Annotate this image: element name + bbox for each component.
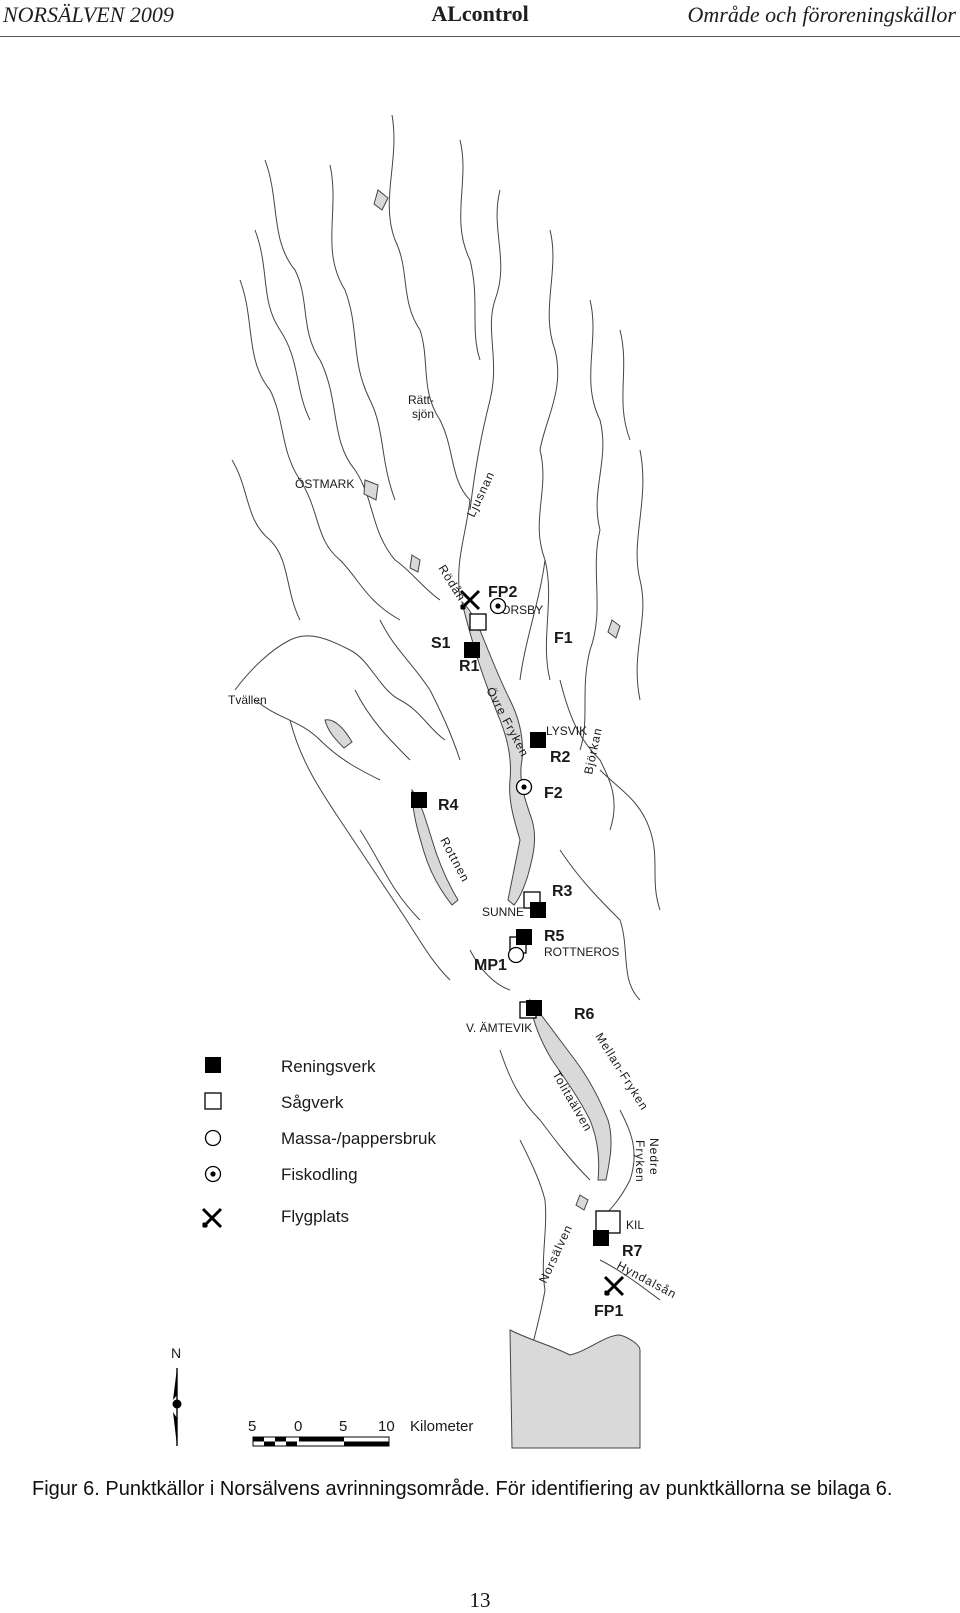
river-network (231, 114, 661, 1381)
catchment-map: Rätt- sjön ÖSTMARK TORSBY Tvällen LYSVIK… (171, 114, 680, 1449)
lake-south (509, 1329, 641, 1449)
symbol-s1-sawmill-marker (469, 613, 487, 631)
legend-reningsverk-symbol (205, 1057, 221, 1073)
symbol-fp1-airport-marker (603, 1275, 625, 1297)
place-names: Rätt- sjön ÖSTMARK TORSBY Tvällen LYSVIK… (228, 393, 644, 1232)
place-amtevik: V. ÄMTEVIK (466, 1021, 532, 1035)
water-norsalven: Norsälven (536, 1222, 575, 1285)
label-r1: R1 (459, 658, 480, 675)
lake-small-2 (363, 479, 379, 501)
label-r2: R2 (550, 749, 571, 766)
header-section: Område och föroreningskällor (687, 2, 956, 27)
symbol-r5-treatment-plant-marker (516, 929, 532, 945)
scale-bar: 5 0 5 10 Kilometer (248, 1418, 473, 1447)
place-rottneros: ROTTNEROS (544, 945, 619, 959)
figure-caption: Figur 6. Punktkällor i Norsälvens avrinn… (32, 1478, 893, 1500)
label-f2: F2 (544, 785, 563, 802)
symbol-r7-treatment-plant-marker (593, 1230, 609, 1246)
legend-fiskodling-symbol (204, 1165, 222, 1183)
point-labels: FP2 S1 R1 F1 R2 F2 R4 R3 R5 MP1 R6 R7 FP… (431, 584, 643, 1320)
label-r3: R3 (552, 883, 573, 900)
scale-tick-3: 5 (339, 1418, 347, 1435)
north-label: N (171, 1345, 181, 1361)
label-fp2: FP2 (488, 584, 517, 601)
legend-sagverk-symbol (204, 1092, 222, 1110)
place-sunne: SUNNE (482, 905, 524, 919)
label-r7: R7 (622, 1243, 643, 1260)
label-mp1: MP1 (474, 957, 507, 974)
legend-sagverk-label: Sågverk (281, 1093, 344, 1112)
map-legend: Reningsverk Sågverk Massa-/pappersbruk F… (201, 1057, 436, 1229)
header-report-title: NORSÄLVEN 2009 (3, 2, 174, 27)
symbol-r6-treatment-plant-marker (526, 1000, 542, 1016)
label-f1: F1 (554, 630, 573, 647)
water-ljusnan: Ljusnan (464, 469, 497, 519)
lake-small-1 (373, 189, 389, 211)
place-ostmark: ÖSTMARK (295, 477, 354, 491)
place-rattsjon-line1: Rätt- (408, 393, 434, 407)
header-company: ALcontrol (431, 1, 529, 26)
water-nedre-fryken-1: Nedre (647, 1138, 661, 1176)
label-r4: R4 (438, 797, 459, 814)
place-kil: KIL (626, 1218, 644, 1232)
place-tvallen: Tvällen (228, 693, 267, 707)
water-rodan: Rödån (435, 562, 468, 604)
lake-mellan-fryken (529, 998, 612, 1181)
lakes (324, 189, 641, 1449)
scale-unit: Kilometer (410, 1418, 473, 1435)
legend-flygplats-symbol (201, 1207, 223, 1229)
symbol-r3-treatment-plant-marker (530, 902, 546, 918)
page-header: NORSÄLVEN 2009 ALcontrol Område och föro… (0, 0, 960, 37)
point-sources (411, 589, 625, 1297)
lake-small-3 (409, 554, 421, 573)
label-fp1: FP1 (594, 1303, 623, 1320)
symbol-r2-treatment-plant-marker (530, 732, 546, 748)
label-r6: R6 (574, 1006, 595, 1023)
symbol-r1-treatment-plant-marker (464, 642, 480, 658)
lake-ovre-fryken (461, 600, 535, 906)
legend-massa-symbol (204, 1129, 222, 1147)
symbol-f2-fish-farm-marker (515, 778, 533, 796)
scale-tick-4: 10 (378, 1418, 395, 1435)
label-s1: S1 (431, 635, 451, 652)
lake-rottnen (411, 788, 459, 906)
lake-small-4 (607, 619, 621, 639)
symbol-kil-sawmill-marker (595, 1210, 621, 1234)
legend-massa-label: Massa-/pappersbruk (281, 1129, 436, 1148)
place-lysvik: LYSVIK (546, 724, 587, 738)
symbol-mp1-pulp-mill-marker (507, 946, 525, 964)
lake-tvallen (324, 719, 353, 749)
place-rattsjon-line2: sjön (412, 407, 434, 421)
scale-tick-1: 5 (248, 1418, 256, 1435)
legend-reningsverk-label: Reningsverk (281, 1057, 376, 1076)
page-number: 13 (469, 1588, 491, 1612)
water-mellan-fryken: Mellan-Fryken (592, 1030, 651, 1113)
legend-flygplats-label: Flygplats (281, 1207, 349, 1226)
symbol-r4-treatment-plant-marker (411, 792, 427, 808)
water-nedre-fryken-2: Fryken (633, 1140, 647, 1183)
legend-fiskodling-label: Fiskodling (281, 1165, 358, 1184)
symbol-fp2-airport-marker (459, 589, 481, 611)
north-arrow: N (171, 1345, 182, 1446)
scale-tick-2: 0 (294, 1418, 302, 1435)
water-hyndalsan: Hyndalsån (615, 1258, 680, 1301)
lake-small-5 (575, 1194, 589, 1211)
place-torsby: TORSBY (494, 603, 543, 617)
label-r5: R5 (544, 928, 565, 945)
